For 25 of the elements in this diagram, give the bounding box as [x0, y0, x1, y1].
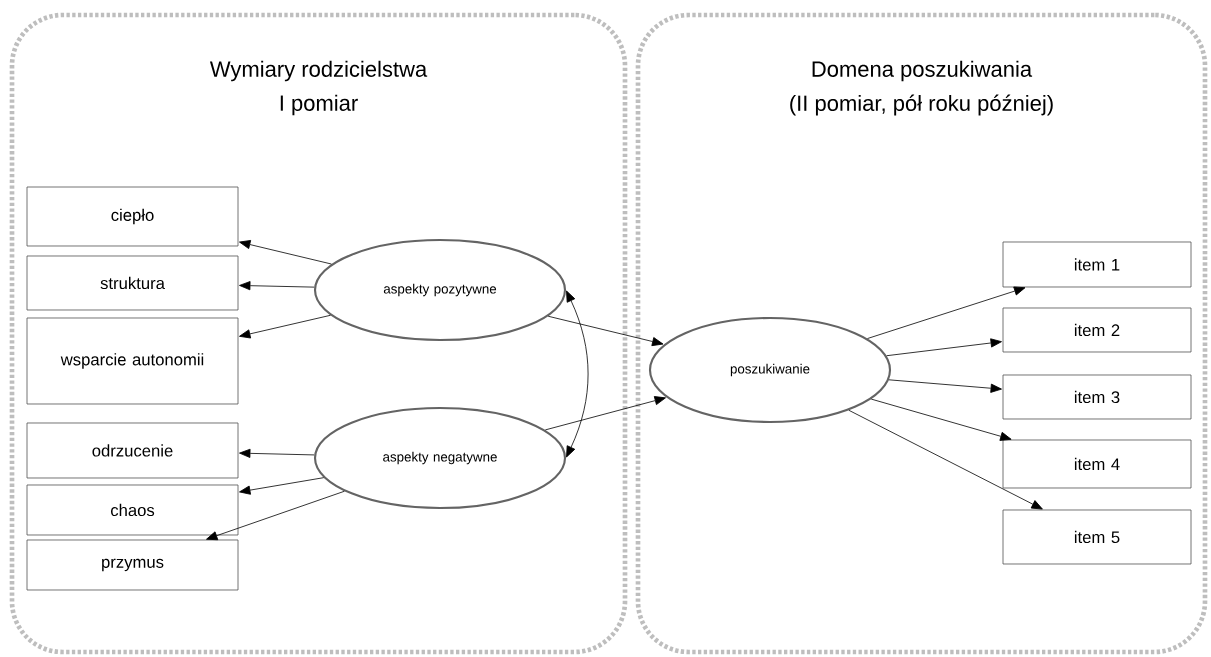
arrow	[547, 315, 664, 347]
arrow	[239, 448, 315, 458]
indicator-box: struktura	[26, 255, 239, 311]
arrow	[886, 338, 1002, 357]
indicator-box: wsparcie autonomii	[26, 317, 239, 405]
arrow	[867, 286, 1026, 339]
indicator-box: przymus	[26, 539, 239, 591]
arrow	[206, 490, 345, 541]
arrow	[239, 240, 332, 265]
arrow	[566, 290, 589, 458]
indicator-box: item 3	[1002, 374, 1192, 420]
indicator-box: item 4	[1002, 439, 1192, 489]
indicator-box: item 5	[1002, 509, 1192, 565]
arrow	[239, 477, 325, 495]
arrow	[848, 409, 1043, 510]
indicator-box: item 1	[1002, 241, 1192, 288]
arrow	[870, 398, 1012, 441]
indicator-box: ciepło	[26, 186, 239, 247]
arrow	[888, 379, 1002, 393]
arrow	[239, 281, 315, 291]
arrow	[239, 314, 331, 339]
indicator-box: chaos	[26, 484, 239, 536]
indicator-box: item 2	[1002, 307, 1192, 353]
indicator-box: odrzucenie	[26, 422, 239, 479]
arrow	[544, 396, 666, 431]
